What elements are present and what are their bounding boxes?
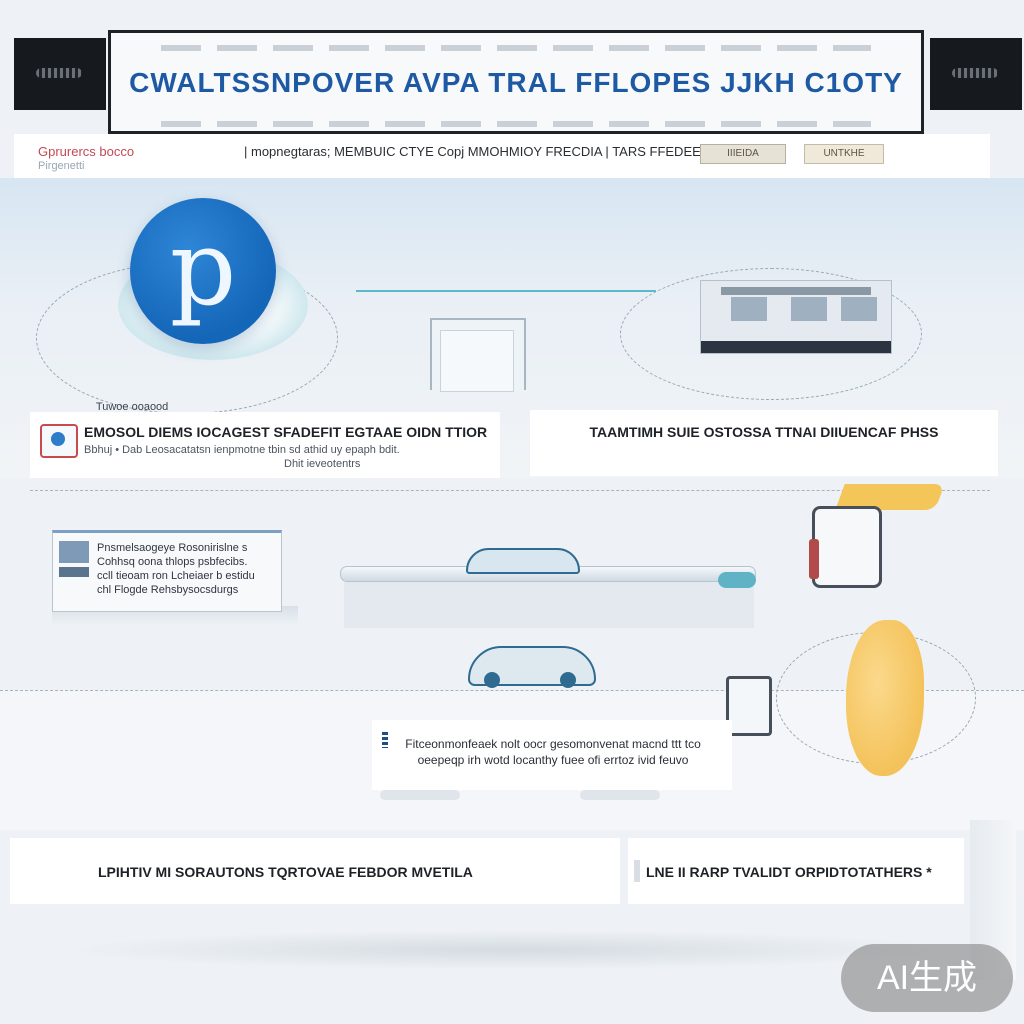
rail-end: [718, 572, 756, 588]
vehicle-icon: [466, 548, 580, 574]
screen-icon: [59, 541, 89, 563]
subtitle-bar: Gprurercs bocco Pirgenetti | mopnegtaras…: [14, 134, 990, 178]
grill-icon: [952, 68, 998, 78]
subtitle-left: Gprurercs bocco: [38, 144, 135, 159]
decor-strip: [380, 790, 460, 800]
card-body: Fitceonmonfeaek nolt oocr gesomonvenat m…: [405, 737, 701, 767]
section-divider: [0, 690, 1024, 691]
machine-block: [841, 297, 877, 321]
grill-icon: [36, 68, 82, 78]
connector-line: [356, 290, 656, 292]
logo-p-icon: p: [130, 198, 276, 344]
machine-block: [791, 297, 827, 321]
machine-base: [701, 341, 891, 353]
card-heading: EMOSOL DIEMS IOCAGEST SFADEFIT EGTAAE OI…: [84, 424, 488, 440]
page-title: CWALTSSNPOVER AVPA TRAL FFLOPES JJKH C1O…: [129, 67, 903, 98]
device-panel: Pnsmelsaogeye Rosonirislne s Cohhsq oona…: [52, 530, 282, 612]
footer-heading: LPIHTIV MI SORAUTONS TQRTOVAE FEBDOR MVE…: [98, 864, 473, 880]
footer-card-left: LPIHTIV MI SORAUTONS TQRTOVAE FEBDOR MVE…: [10, 838, 620, 904]
tower-illustration: [726, 676, 772, 736]
info-card-left: EMOSOL DIEMS IOCAGEST SFADEFIT EGTAAE OI…: [30, 412, 500, 478]
decor-strip: [580, 790, 660, 800]
yellow-blob-illustration: [846, 620, 924, 776]
logo-glyph: p: [169, 207, 237, 329]
wheel-icon: [560, 672, 576, 688]
alert-card-icon: [40, 424, 78, 458]
banner-faint-text: [161, 121, 871, 127]
vehicle-icon: [468, 646, 596, 688]
header-right-block: [930, 38, 1022, 110]
doorway-inner: [440, 330, 514, 392]
footer-heading: LNE II RARP TVALIDT ORPIDTOTATHERS *: [646, 864, 932, 880]
banner-faint-text: [161, 45, 871, 51]
header-left-block: [14, 38, 106, 110]
stamp-label: IIIEIDA: [700, 144, 786, 164]
title-banner: CWALTSSNPOVER AVPA TRAL FFLOPES JJKH C1O…: [108, 30, 924, 134]
bottom-shadow: [60, 930, 960, 970]
card-body: Bbhuj • Dab Leosacatatsn ienpmotne tbin …: [84, 444, 400, 456]
section-divider: [30, 490, 990, 491]
ai-generated-badge: AI生成: [841, 944, 1013, 1012]
footer-tick: [634, 860, 640, 882]
footer-card-right: LNE II RARP TVALIDT ORPIDTOTATHERS *: [628, 838, 964, 904]
frame-illustration: [809, 506, 882, 588]
wheel-icon: [484, 672, 500, 688]
machine-bar: [721, 287, 871, 295]
alert-dot: [51, 432, 65, 446]
list-bullet-icon: [382, 732, 388, 748]
info-card-right: TAAMTIMH SUIE OSTOSSA TTNAI DIIUENCAF PH…: [530, 410, 998, 476]
button-strip-icon: [59, 567, 89, 577]
platform-slab: [344, 582, 754, 628]
subtitle-left-secondary: Pirgenetti: [38, 160, 85, 172]
panel-text: Pnsmelsaogeye Rosonirislne s Cohhsq oona…: [97, 542, 255, 596]
card-heading: TAAMTIMH SUIE OSTOSSA TTNAI DIIUENCAF PH…: [589, 424, 939, 440]
machine-illustration: [700, 280, 892, 354]
stamp-label: UNTKHE: [804, 144, 884, 164]
subtitle-middle: | mopnegtaras; MEMBUIC CTYE Copj MMOHMIO…: [244, 144, 712, 159]
doorway-illustration: [430, 318, 526, 392]
red-handle: [809, 539, 819, 579]
info-card-lower: Fitceonmonfeaek nolt oocr gesomonvenat m…: [372, 720, 732, 790]
machine-block: [731, 297, 767, 321]
card-body: Dhit ieveotentrs: [284, 458, 361, 470]
dashed-arc: [620, 268, 922, 400]
